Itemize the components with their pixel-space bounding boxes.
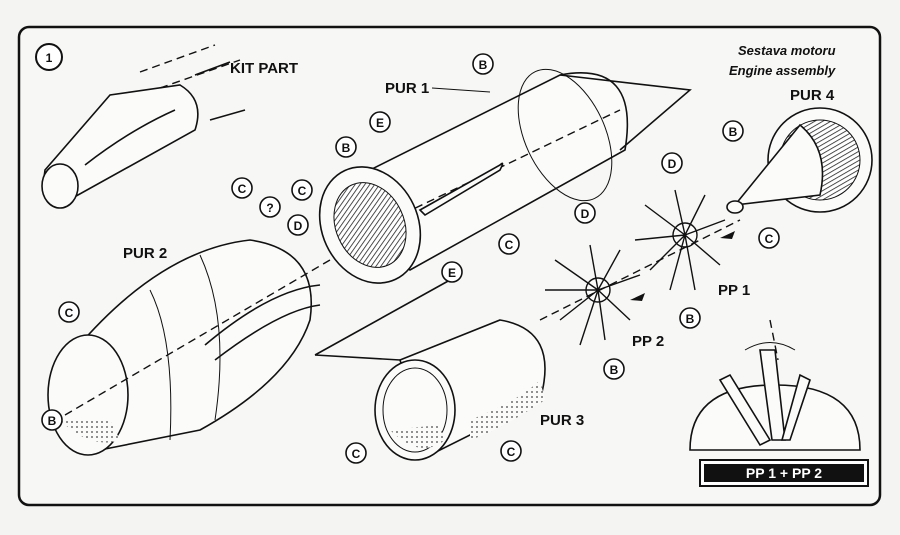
callout-letter: D (668, 157, 677, 171)
callout-circle (287, 214, 309, 236)
fan-pp2 (545, 244, 641, 346)
callout-circle (498, 233, 520, 255)
callout-circle (259, 196, 281, 218)
callout-letter: C (765, 232, 774, 246)
callout-circle (758, 227, 780, 249)
callout-circle (335, 136, 357, 158)
label-pur4: PUR 4 (790, 87, 835, 104)
callout-letter: C (65, 306, 74, 320)
callout-circle (231, 177, 253, 199)
callout-circle (574, 202, 596, 224)
callout-circle (679, 307, 701, 329)
callout-circle (58, 301, 80, 323)
label-pp2: PP 2 (632, 333, 664, 350)
callout-circle (472, 53, 494, 75)
pp-combo-box: PP 1 + PP 2 (699, 459, 869, 487)
kit-part-nozzle (41, 44, 246, 209)
callout-letter: B (729, 125, 738, 139)
callout-letter: D (294, 219, 303, 233)
callout-letter: ? (266, 201, 273, 215)
label-pur3: PUR 3 (540, 412, 584, 429)
fan-pp1 (634, 189, 726, 291)
blade-inset (689, 319, 861, 451)
arrow-icons (630, 231, 735, 301)
callout-circle (500, 440, 522, 462)
callout-letter: B (686, 312, 695, 326)
label-kit-part: KIT PART (230, 60, 298, 77)
callout-circle (345, 442, 367, 464)
pur1-cylinder (314, 68, 692, 361)
callout-letter: B (48, 414, 57, 428)
callout-letter: B (610, 363, 619, 377)
callout-circle (41, 409, 63, 431)
pur3-cylinder (374, 319, 546, 461)
callouts: B B E C? C D C E D D B C B B C B C C (41, 53, 780, 464)
callout-letter: B (479, 58, 488, 72)
title-en: Engine assembly (729, 63, 836, 78)
label-pur1: PUR 1 (385, 80, 429, 97)
pur4-cone (726, 107, 873, 214)
callout-circle (441, 261, 463, 283)
label-pur2: PUR 2 (123, 245, 167, 262)
callout-circle (369, 111, 391, 133)
label-pp1: PP 1 (718, 282, 750, 299)
callout-letter: C (352, 447, 361, 461)
callout-letter: C (505, 238, 514, 252)
callout-circle (661, 152, 683, 174)
step-number: 1 (46, 51, 53, 65)
assembly-axis (539, 219, 741, 321)
callout-letter: C (507, 445, 516, 459)
callout-circle (291, 179, 313, 201)
step-number-circle (35, 43, 63, 71)
callout-letter: D (581, 207, 590, 221)
pur2-nozzle (47, 239, 331, 456)
callout-letter: E (376, 116, 384, 130)
callout-letter: B (342, 141, 351, 155)
callout-letter: C (298, 184, 307, 198)
callout-letter: E (448, 266, 456, 280)
label-pp-combo: PP 1 + PP 2 (746, 465, 822, 481)
callout-circle (603, 358, 625, 380)
title-cz: Sestava motoru (738, 43, 836, 58)
callout-circle (722, 120, 744, 142)
callout-letter: C (238, 182, 247, 196)
